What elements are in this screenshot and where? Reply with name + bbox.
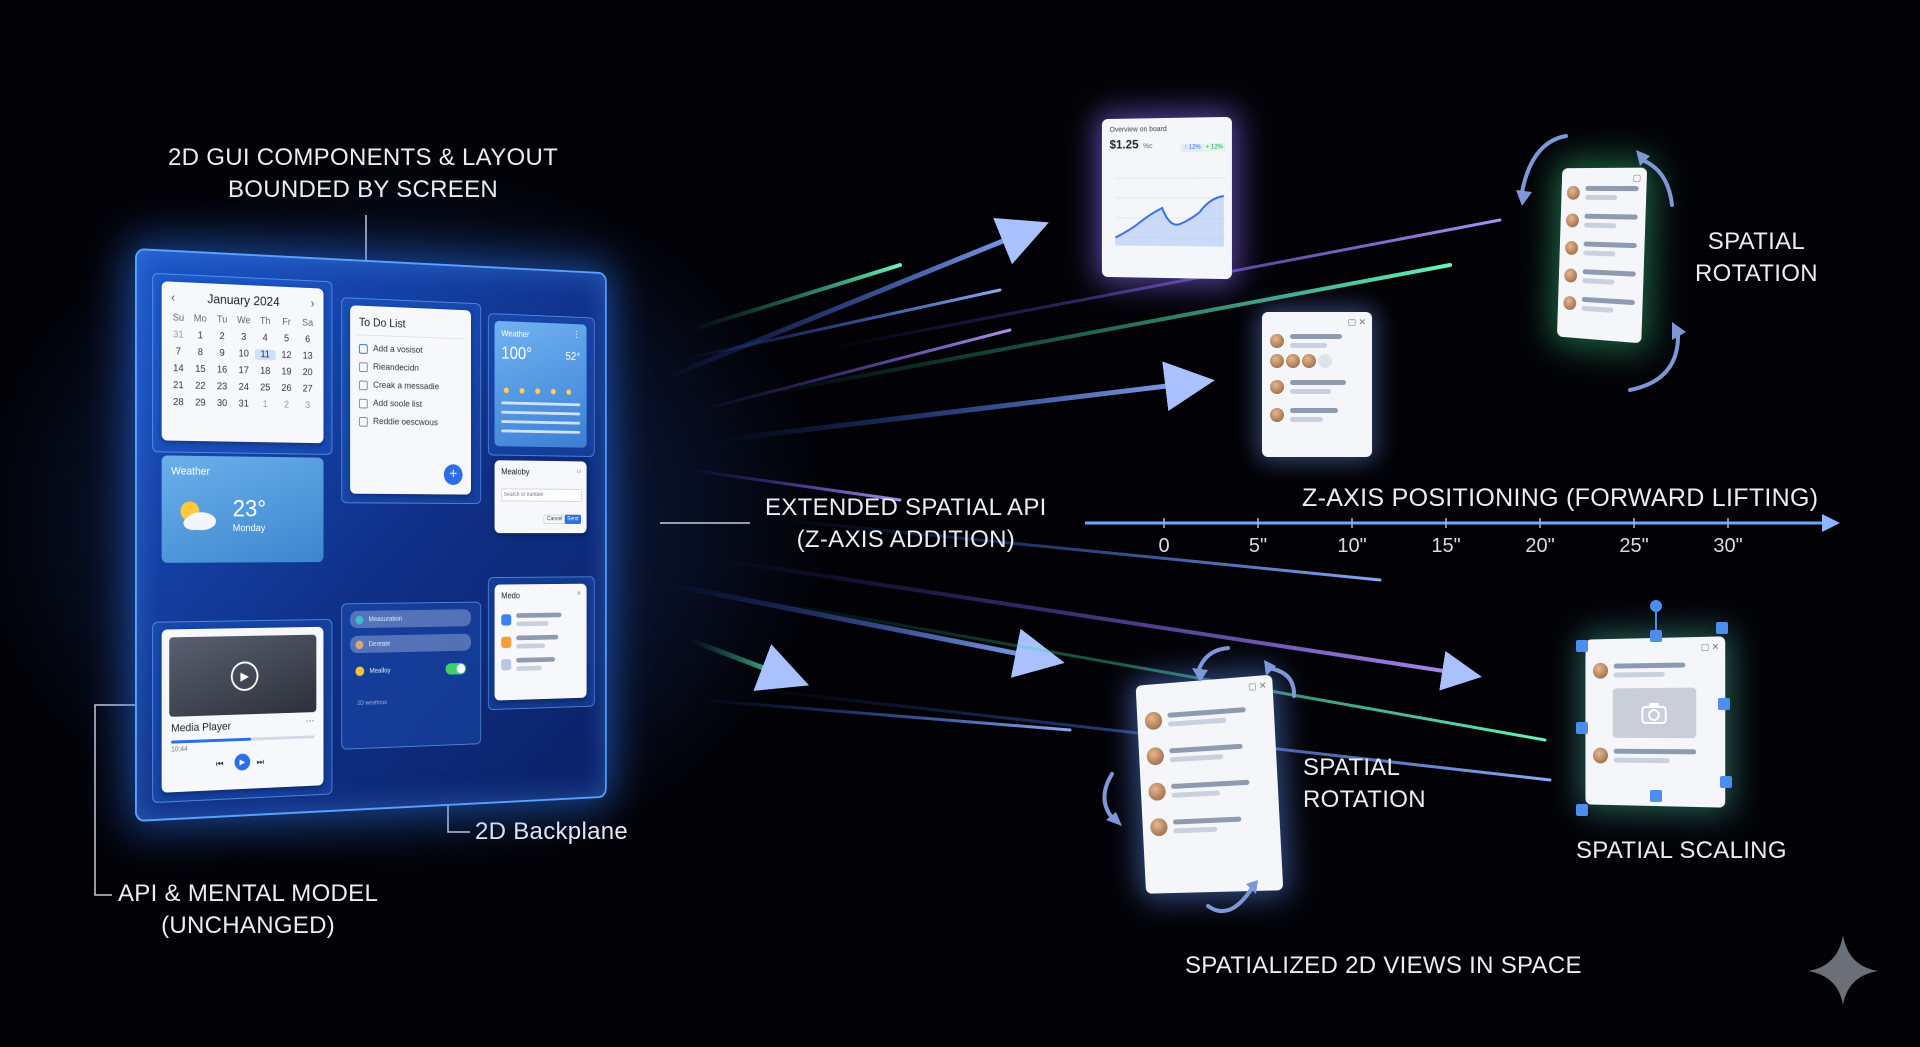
scale-handle <box>1718 698 1730 710</box>
scale-handle <box>1576 722 1588 734</box>
scale-handle <box>1576 640 1588 652</box>
rotate-arrow-icon <box>1198 648 1228 672</box>
scale-handle <box>1576 804 1588 816</box>
rotate-arrow-icon <box>1208 888 1252 911</box>
rotate-arrow-icon <box>1642 160 1672 205</box>
sparkle-icon <box>1808 935 1878 1005</box>
scale-handle <box>1716 622 1728 634</box>
rotate-arrow-icon <box>1104 774 1114 820</box>
rotate-handle <box>1650 600 1662 612</box>
rotate-arrow-icon <box>1630 332 1678 390</box>
scale-handle <box>1720 776 1732 788</box>
scale-handle <box>1650 790 1662 802</box>
rotate-arrow-icon <box>1268 668 1294 696</box>
rotate-arrow-icon <box>1522 136 1566 192</box>
scale-handle <box>1650 630 1662 642</box>
